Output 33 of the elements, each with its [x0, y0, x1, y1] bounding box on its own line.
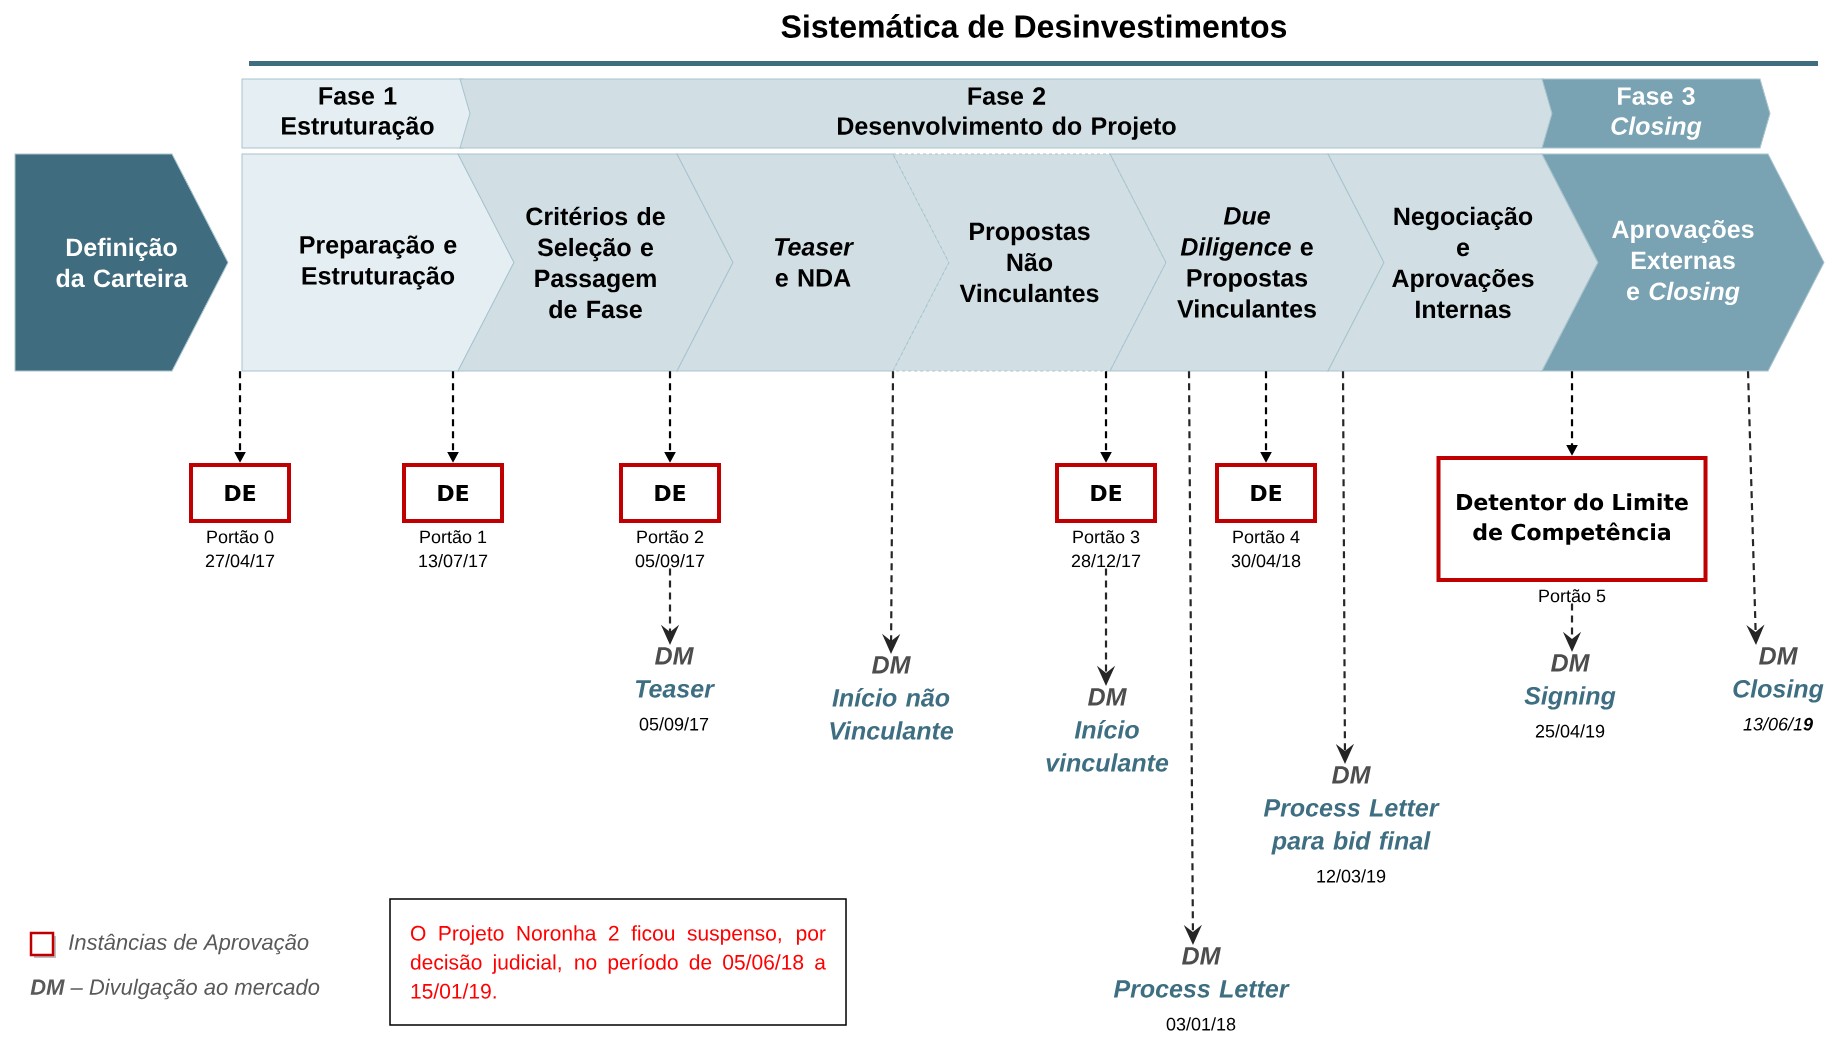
approval-box: DE [1215, 463, 1317, 523]
approval-box: Detentor do Limite de Competência [1436, 456, 1708, 582]
market-disclosure: DM Início não Vinculante [830, 656, 954, 740]
approval-box: DE [189, 463, 291, 523]
legend-note: DM – Divulgação ao mercado [30, 978, 320, 1000]
process-step: Negociação e Aprovações Internas [1327, 153, 1599, 372]
approval-box: DE [619, 463, 721, 523]
market-disclosure: DM Início vinculante [1046, 688, 1169, 772]
phase-banner: Fase 2 Desenvolvimento do Projeto [459, 78, 1554, 149]
gate-label: Portão 0 27/04/17 [205, 530, 275, 568]
process-step: Critérios de Seleção e Passagem de Fase [457, 153, 734, 372]
phase-banner: Fase 3 Closing [1541, 78, 1771, 149]
gate-label: Portão 3 28/12/17 [1071, 530, 1141, 568]
approval-box: DE [402, 463, 504, 523]
market-disclosure: DM Process Letter 03/01/18 [1113, 947, 1290, 1031]
market-disclosure: DM Process Letter para bid final 12/03/19 [1263, 766, 1440, 883]
legend-text: Instâncias de Aprovação [69, 933, 309, 955]
approval-box: DE [1055, 463, 1157, 523]
phase-banner: Fase 1 Estruturação [241, 78, 474, 149]
market-disclosure: DM Closing 13/06/19 [1733, 647, 1824, 731]
note-box: O Projeto Noronha 2 ficou suspenso, por decisão judicial, no período de 05/06/18 a 15/01/19. [389, 898, 847, 1026]
gate-label: Portão 5 [1539, 589, 1606, 603]
market-disclosure: DM Signing 25/04/19 [1524, 654, 1616, 738]
gate-label: Portão 1 13/07/17 [419, 530, 488, 568]
process-step: Definição da Carteira [14, 153, 229, 372]
gate-label: Portão 4 30/04/18 [1231, 530, 1301, 568]
gate-label: Portão 2 05/09/17 [635, 530, 705, 568]
process-step: Due Diligence e Propostas Vinculantes [1109, 153, 1385, 372]
market-disclosure: DM Teaser 05/09/17 [635, 647, 715, 731]
process-step: Teaser e NDA [676, 153, 950, 372]
process-step: Propostas Não Vinculantes [892, 153, 1167, 372]
title: Sistemática de Desinvestimentos [781, 14, 1287, 38]
process-step: Aprovações Externas e Closing [1541, 153, 1825, 372]
